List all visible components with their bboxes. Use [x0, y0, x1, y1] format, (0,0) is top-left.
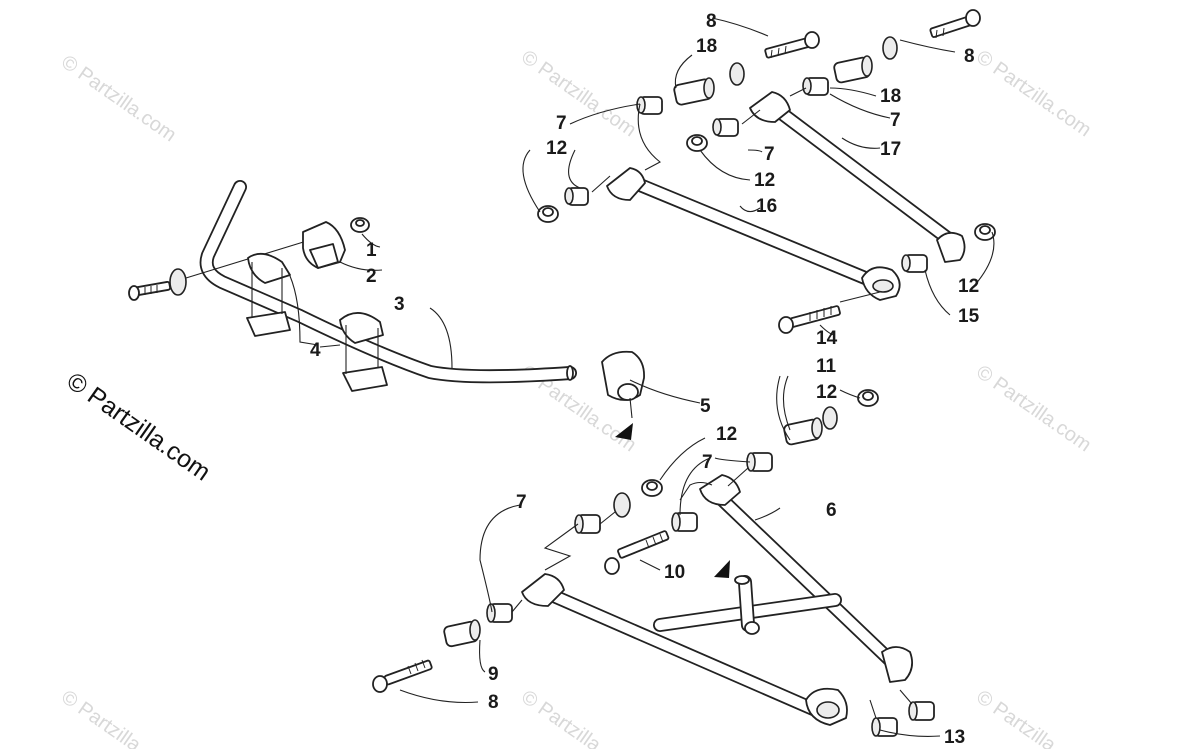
callout-14: 14 [816, 328, 838, 349]
sway-bar-bushing [339, 312, 388, 392]
callout-labels: 1 2 3 4 5 6 7 7 7 7 7 7 8 8 8 9 10 11 12… [310, 11, 980, 748]
nut [537, 205, 559, 223]
watermark: © Partzilla.com [517, 686, 640, 749]
callout-4: 4 [310, 340, 321, 361]
sleeve [443, 619, 481, 648]
upper-a-arm-front [606, 167, 646, 201]
washer [613, 492, 631, 518]
bolt [778, 305, 841, 334]
bushing [486, 603, 513, 623]
washer [882, 36, 898, 60]
callout-12: 12 [754, 170, 775, 191]
bushing [712, 118, 739, 137]
copyright-text: © Partzilla.com [62, 367, 216, 487]
watermark: © Partzilla.com [57, 51, 180, 146]
direction-arrow-icon [615, 423, 633, 440]
callout-11: 11 [816, 356, 837, 377]
nut [641, 479, 663, 497]
lower-a-arm-assembly [372, 389, 935, 737]
leader-lines [289, 17, 995, 737]
watermarks: © Partzilla.com © Partzilla.com © Partzi… [57, 46, 1095, 749]
sway-bar-end-link [601, 350, 645, 419]
sway-bar-bracket [302, 221, 346, 269]
bolt [372, 659, 433, 693]
callout-8: 8 [488, 692, 499, 713]
bushing [746, 452, 773, 472]
sleeve [833, 55, 873, 84]
bushing [671, 512, 698, 532]
bushing [802, 77, 829, 96]
bolt [764, 31, 820, 59]
callout-7: 7 [556, 113, 567, 134]
bushing [564, 187, 589, 206]
bolt [929, 9, 981, 39]
nut [686, 134, 708, 152]
nut [974, 223, 996, 241]
callout-15: 15 [958, 306, 980, 327]
upper-a-arm-assembly [537, 9, 996, 334]
callout-1: 1 [366, 240, 377, 261]
callout-5: 5 [700, 396, 711, 417]
sway-bar-bushing [246, 252, 291, 337]
washer [729, 62, 745, 86]
callout-18: 18 [880, 86, 901, 107]
upper-a-arm-rear [749, 91, 791, 123]
callout-2: 2 [366, 266, 377, 287]
callout-16: 16 [756, 196, 777, 217]
callout-8: 8 [964, 46, 975, 67]
callout-17: 17 [880, 139, 901, 160]
watermark: © Partzilla.com [57, 686, 180, 749]
callout-12: 12 [958, 276, 979, 297]
sway-bar-assembly [128, 180, 645, 440]
callout-18: 18 [696, 36, 717, 57]
lower-ball-joint [805, 687, 848, 726]
callout-12: 12 [716, 424, 737, 445]
callout-6: 6 [826, 500, 837, 521]
nut [857, 389, 879, 407]
sway-bar-bolt [128, 281, 171, 301]
callout-8: 8 [706, 11, 717, 32]
sleeve [783, 417, 823, 446]
callout-13: 13 [944, 727, 965, 748]
bolt [604, 530, 670, 575]
bushing [908, 701, 935, 721]
watermark: © Partzilla.com [972, 361, 1095, 456]
callout-7: 7 [702, 452, 713, 473]
watermark: © Partzilla.com [972, 46, 1095, 141]
bushing [636, 96, 663, 115]
callout-7: 7 [890, 110, 901, 131]
watermark: © Partzilla.com [972, 686, 1095, 749]
callout-9: 9 [488, 664, 499, 685]
callout-12: 12 [546, 138, 567, 159]
upper-ball-joint [861, 266, 901, 301]
sleeve [673, 77, 715, 106]
callout-7: 7 [764, 144, 775, 165]
bushing [871, 717, 898, 737]
callout-12: 12 [816, 382, 837, 403]
callout-7: 7 [516, 492, 527, 513]
watermark: © Partzilla.com [517, 46, 640, 141]
callout-3: 3 [394, 294, 405, 315]
direction-arrow-icon [714, 560, 730, 578]
washer [822, 406, 838, 430]
lower-a-arm [521, 573, 565, 607]
bushing [901, 254, 928, 273]
callout-10: 10 [664, 562, 685, 583]
washer [169, 268, 187, 296]
bushing [574, 514, 601, 534]
